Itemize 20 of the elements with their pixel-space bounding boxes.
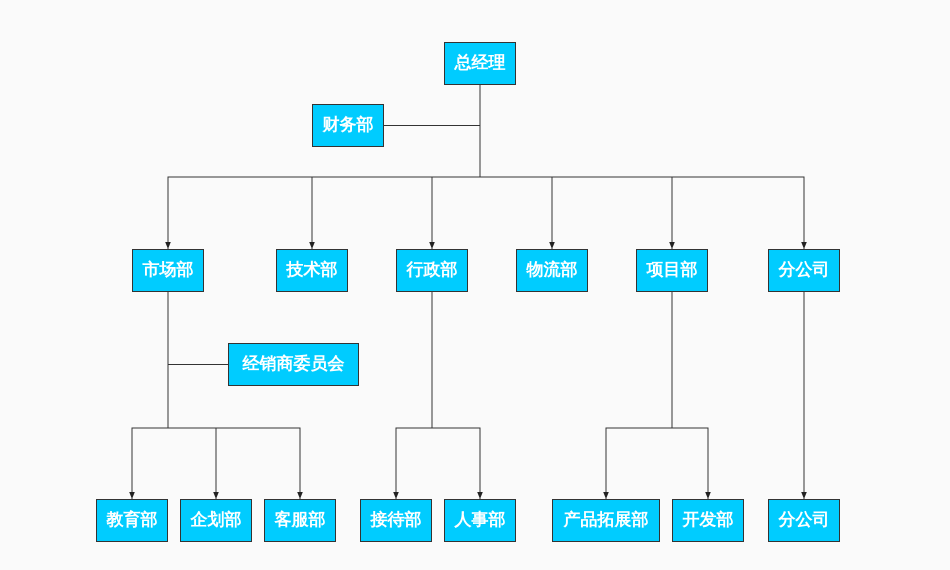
department-box: 客服部 [264,499,336,542]
department-box: 物流部 [516,249,588,292]
department-box: 市场部 [132,249,204,292]
department-box: 经销商委员会 [228,343,359,386]
department-box: 企划部 [180,499,252,542]
department-box: 财务部 [312,104,384,147]
department-box: 接待部 [360,499,432,542]
arrow [432,292,483,500]
department-box: 技术部 [276,249,348,292]
department-box: 总经理 [444,42,516,85]
department-box: 分公司 [768,499,840,542]
department-box: 行政部 [396,249,468,292]
department-box: 开发部 [672,499,744,542]
department-box: 分公司 [768,249,840,292]
department-box: 人事部 [444,499,516,542]
department-box: 项目部 [636,249,708,292]
department-box: 产品拓展部 [552,499,660,542]
department-box: 教育部 [96,499,168,542]
arrow [672,292,711,500]
arrow [801,292,807,500]
